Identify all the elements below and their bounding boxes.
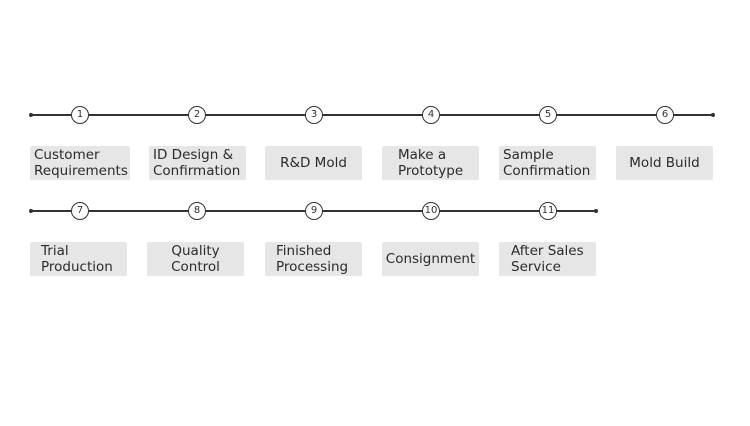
step-11-label: After Sales Service [499,242,596,276]
step-2-label: ID Design & Confirmation [149,146,246,180]
step-6-number: 6 [656,106,674,124]
step-7-label: Trial Production [30,242,127,276]
step-6-label: Mold Build [616,146,713,180]
step-11-number: 11 [539,202,557,220]
step-1-label: Customer Requirements [30,146,130,180]
step-1-number: 1 [71,106,89,124]
step-3-label: R&D Mold [265,146,362,180]
timeline-end-dot [711,113,715,117]
step-4-number: 4 [422,106,440,124]
step-2-number: 2 [188,106,206,124]
step-5-number: 5 [539,106,557,124]
step-9-label: Finished Processing [265,242,362,276]
step-4-label: Make a Prototype [382,146,479,180]
step-3-number: 3 [305,106,323,124]
step-8-number: 8 [188,202,206,220]
step-9-number: 9 [305,202,323,220]
timeline-start-dot [29,113,33,117]
timeline-row-1 [31,114,714,116]
step-5-label: Sample Confirmation [499,146,596,180]
step-7-number: 7 [71,202,89,220]
step-8-label: Quality Control [147,242,244,276]
timeline-end-dot [594,209,598,213]
timeline-start-dot [29,209,33,213]
step-10-number: 10 [422,202,440,220]
step-10-label: Consignment [382,242,479,276]
